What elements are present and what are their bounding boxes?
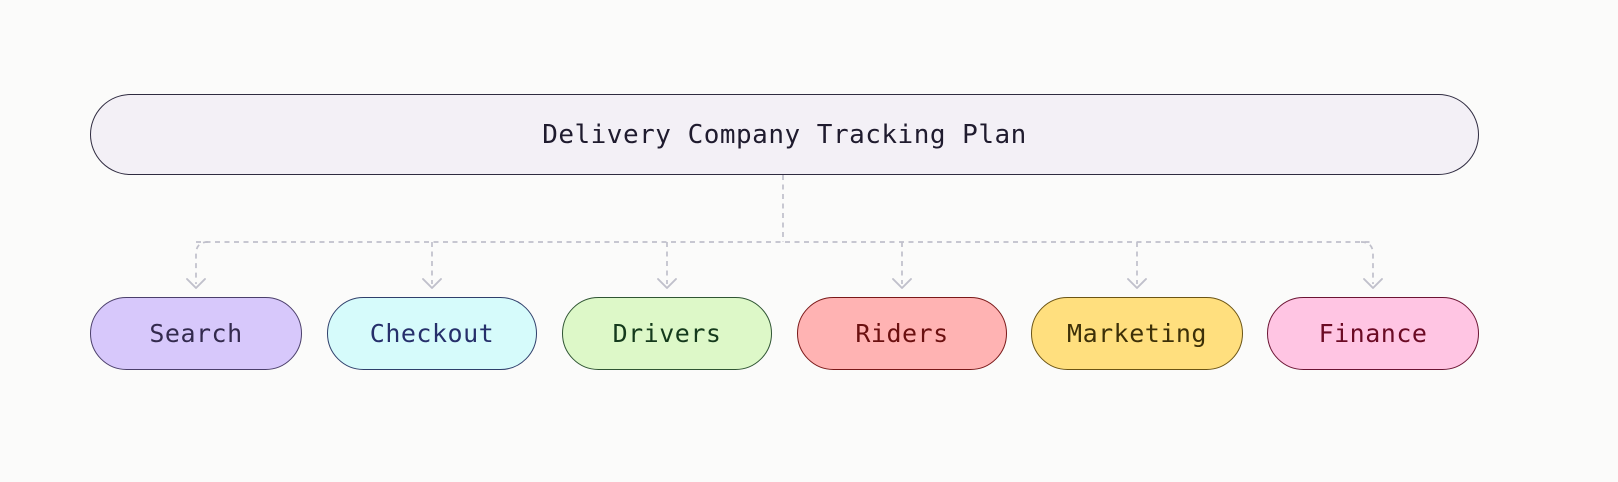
- chevron-down-icon: [892, 278, 912, 289]
- child-node-label: Checkout: [369, 319, 495, 348]
- child-node-finance[interactable]: Finance: [1267, 297, 1479, 370]
- root-node-label: Delivery Company Tracking Plan: [542, 119, 1027, 150]
- child-node-drivers[interactable]: Drivers: [562, 297, 772, 370]
- child-node-search[interactable]: Search: [90, 297, 302, 370]
- chevron-down-icon: [1127, 278, 1147, 289]
- chevron-down-icon: [186, 278, 206, 289]
- child-node-label: Riders: [855, 319, 949, 348]
- root-node[interactable]: Delivery Company Tracking Plan: [90, 94, 1479, 175]
- chevron-down-icon: [422, 278, 442, 289]
- connector-branch: [1360, 241, 1374, 284]
- child-node-label: Drivers: [612, 319, 722, 348]
- chevron-down-icon: [1363, 278, 1383, 289]
- child-node-marketing[interactable]: Marketing: [1031, 297, 1243, 370]
- connector-branch: [195, 241, 209, 284]
- child-node-label: Search: [149, 319, 243, 348]
- child-node-label: Finance: [1318, 319, 1428, 348]
- child-node-label: Marketing: [1067, 319, 1207, 348]
- child-node-checkout[interactable]: Checkout: [327, 297, 537, 370]
- child-node-riders[interactable]: Riders: [797, 297, 1007, 370]
- chevron-down-icon: [657, 278, 677, 289]
